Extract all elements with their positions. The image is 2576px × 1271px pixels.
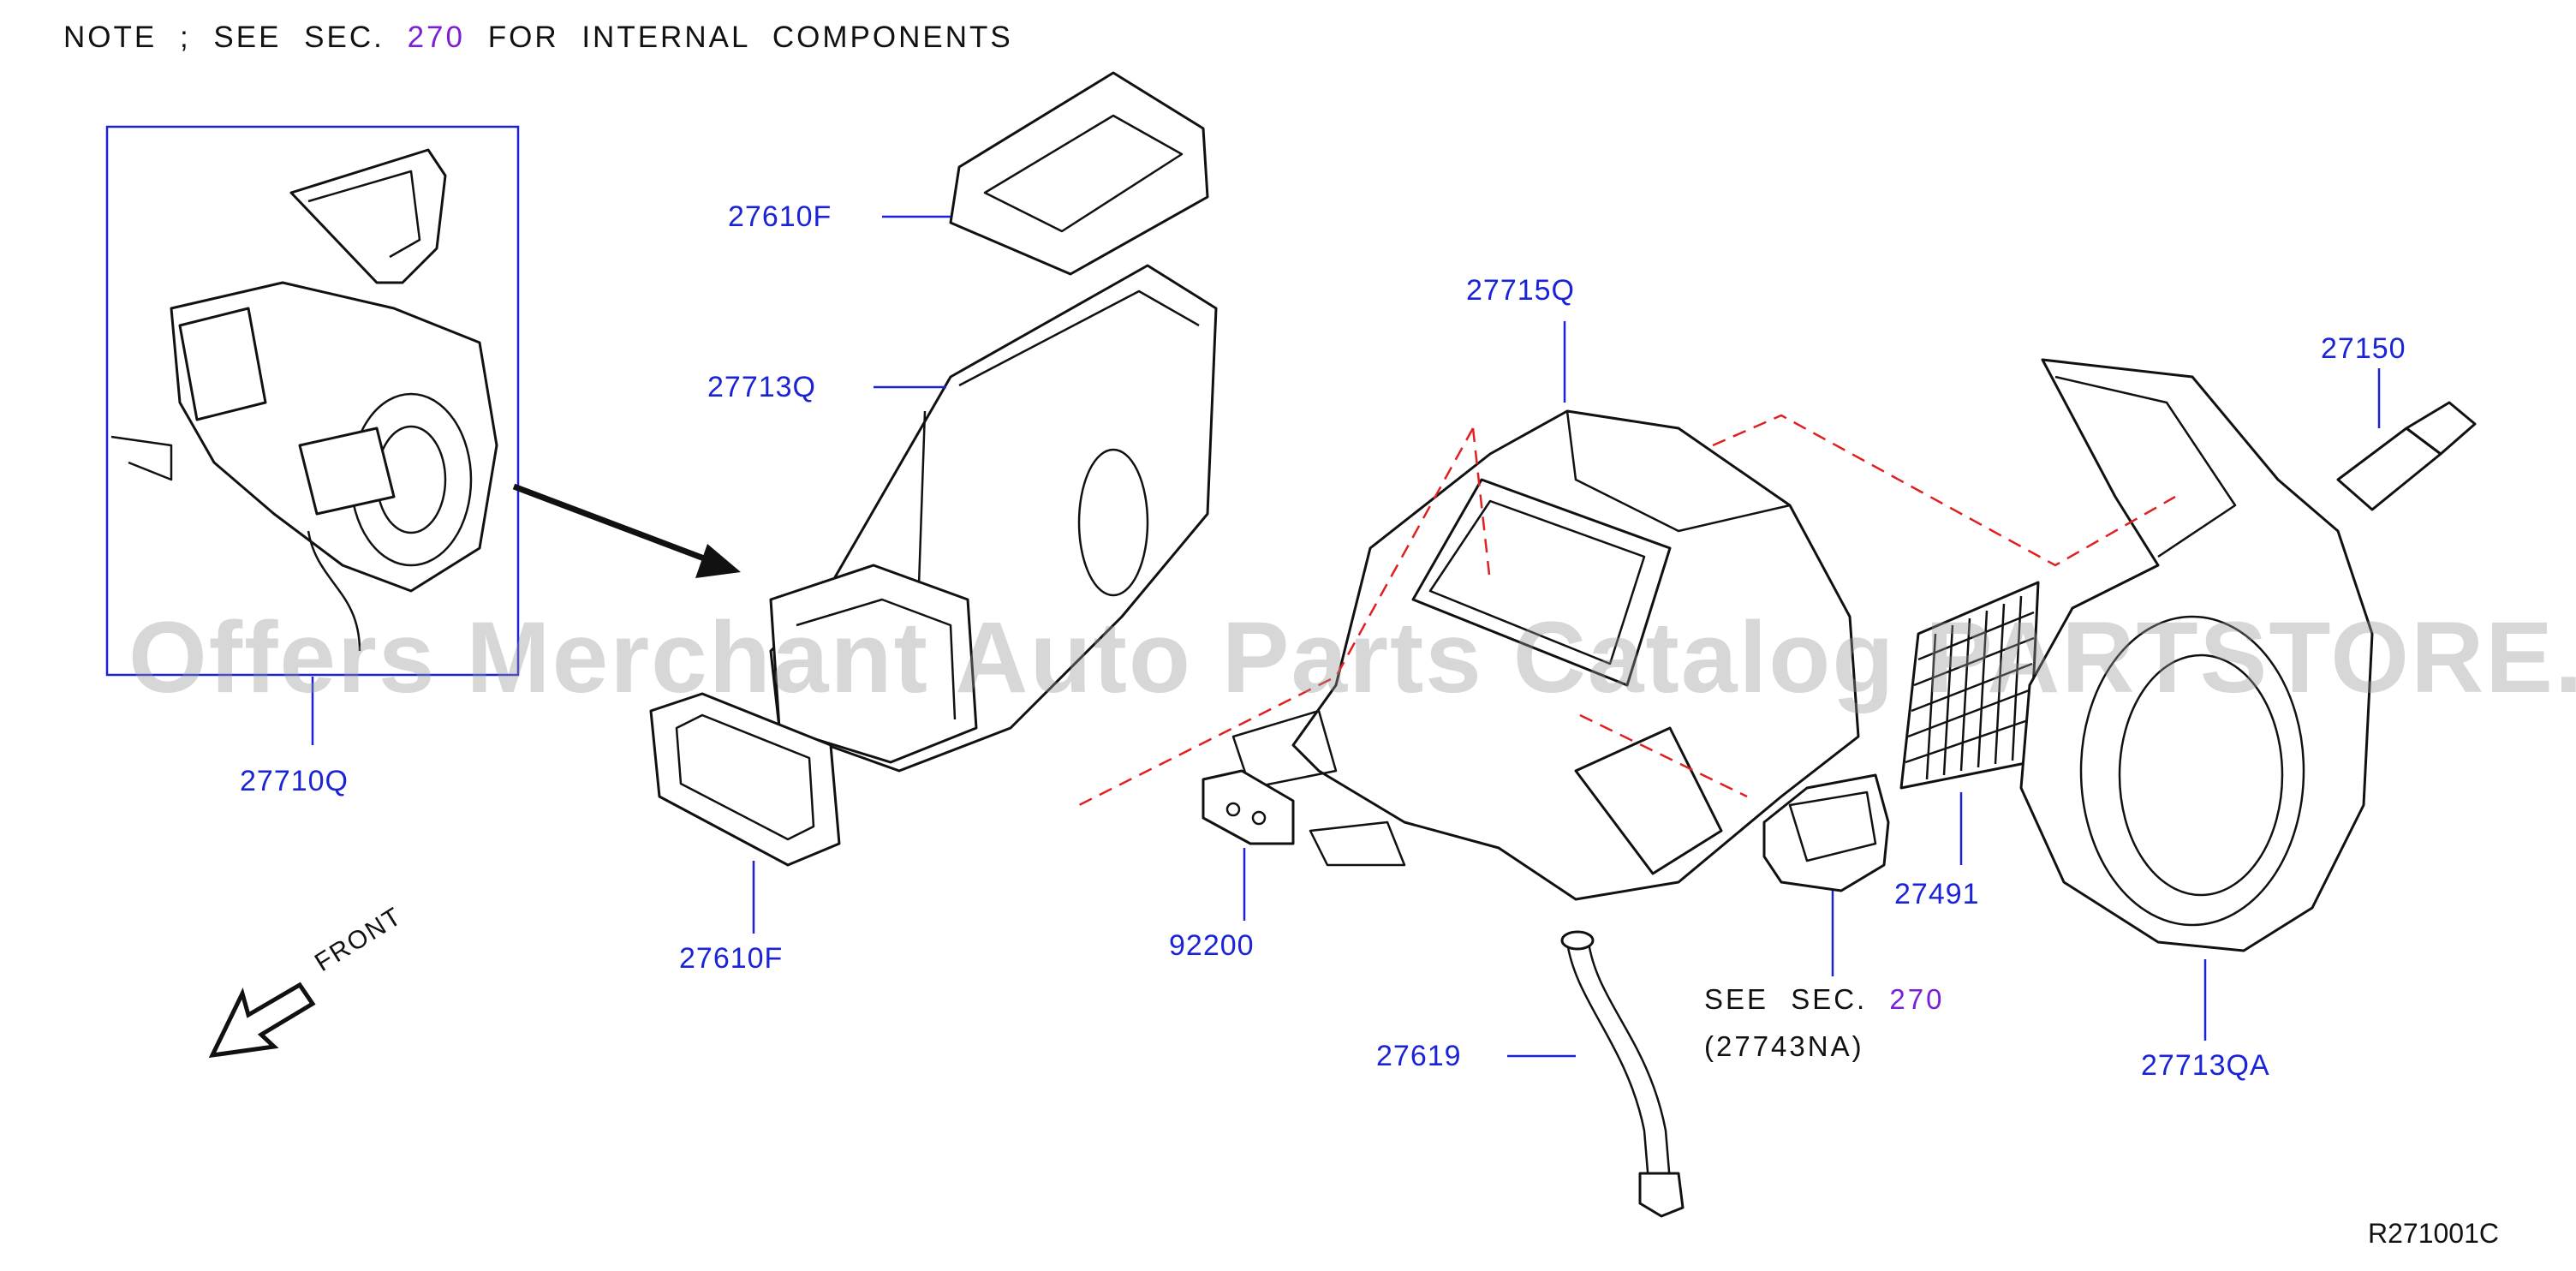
part-27743NA	[1762, 773, 1890, 892]
see-section-link[interactable]: 270	[1889, 983, 1945, 1015]
watermark: Offers Merchant Auto Parts Catalog PARTS…	[128, 601, 2576, 714]
label-27150[interactable]: 27150	[2321, 332, 2406, 365]
part-27610F-bottom	[649, 692, 841, 867]
front-arrow-icon	[208, 982, 316, 1059]
leader-lines	[311, 215, 2381, 1058]
see-prefix: SEE SEC.	[1704, 983, 1868, 1015]
label-92200[interactable]: 92200	[1169, 929, 1255, 962]
inset-frame	[105, 125, 520, 677]
label-27713QA[interactable]: 27713QA	[2141, 1049, 2270, 1082]
part-27713Q	[769, 264, 1218, 773]
part-27150	[2336, 401, 2477, 511]
assembly-dashed-lines	[1078, 414, 2176, 807]
label-27710Q[interactable]: 27710Q	[240, 765, 349, 797]
part-27619	[1560, 930, 1685, 1218]
label-27713Q[interactable]: 27713Q	[707, 371, 816, 403]
note-prefix: NOTE ; SEE SEC.	[63, 21, 385, 54]
inset-heater-unit	[110, 148, 498, 652]
label-27619[interactable]: 27619	[1376, 1040, 1462, 1072]
label-27610F-bottom[interactable]: 27610F	[679, 942, 784, 975]
label-27715Q[interactable]: 27715Q	[1466, 274, 1575, 307]
label-27491[interactable]: 27491	[1894, 878, 1980, 910]
part-27715Q	[1231, 409, 1860, 901]
label-27610F-top[interactable]: 27610F	[728, 200, 832, 233]
note-section-link[interactable]: 270	[407, 21, 465, 54]
part-27610F-top	[949, 71, 1209, 276]
note-text: NOTE ; SEE SEC. 270 FOR INTERNAL COMPONE…	[63, 21, 1013, 55]
part-92200	[1202, 769, 1295, 845]
see-section-ref: SEE SEC. 270	[1704, 983, 1944, 1016]
part-27713QA	[2019, 358, 2374, 952]
note-suffix: FOR INTERNAL COMPONENTS	[487, 21, 1013, 54]
see-part-number: (27743NA)	[1704, 1030, 1864, 1062]
inset-arrow-head	[695, 544, 741, 578]
diagram-code: R271001C	[2368, 1218, 2499, 1249]
inset-arrow	[512, 483, 713, 564]
